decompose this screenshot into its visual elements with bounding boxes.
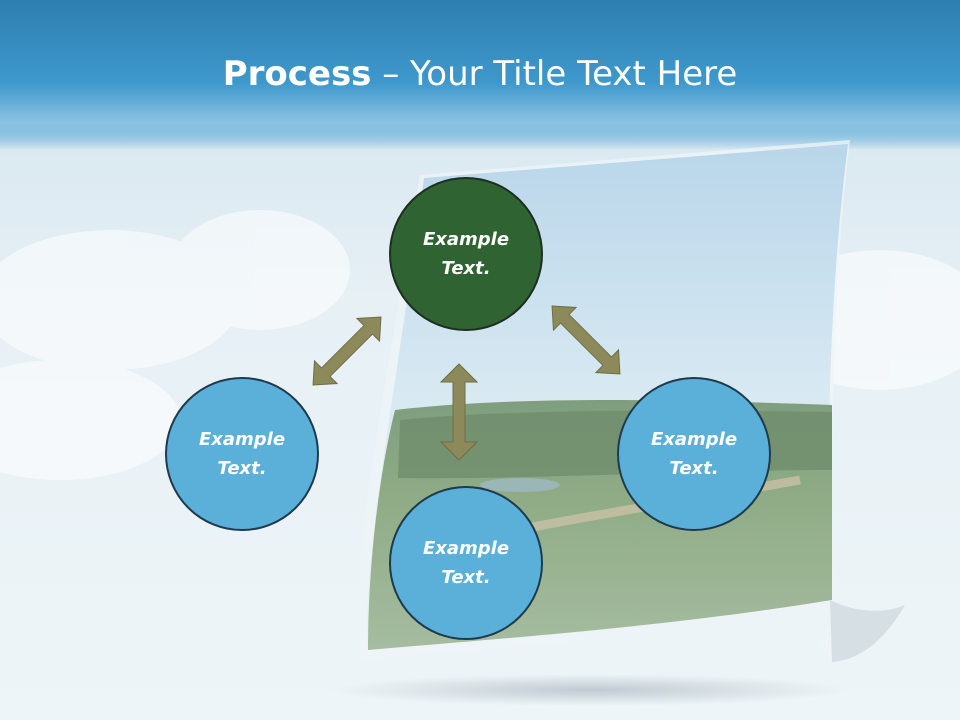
double-arrow-left [312, 316, 382, 386]
double-arrow-vertical [439, 363, 479, 461]
node-top: Example Text. [389, 177, 543, 331]
node-top-text: Example Text. [422, 229, 510, 279]
node-bottom: Example Text. [389, 486, 543, 640]
node-right: Example Text. [617, 377, 771, 531]
page-title: Process – Your Title Text Here [0, 54, 960, 94]
node-left: Example Text. [165, 377, 319, 531]
title-bold: Process [222, 54, 372, 94]
title-rest: – Your Title Text Here [371, 54, 738, 94]
arrows [312, 305, 621, 461]
node-bottom-text: Example Text. [422, 538, 510, 588]
title-band [0, 0, 960, 150]
paper-shadow [330, 674, 850, 706]
double-arrow-right [551, 305, 621, 375]
node-right-text: Example Text. [650, 429, 738, 479]
node-left-text: Example Text. [198, 429, 286, 479]
